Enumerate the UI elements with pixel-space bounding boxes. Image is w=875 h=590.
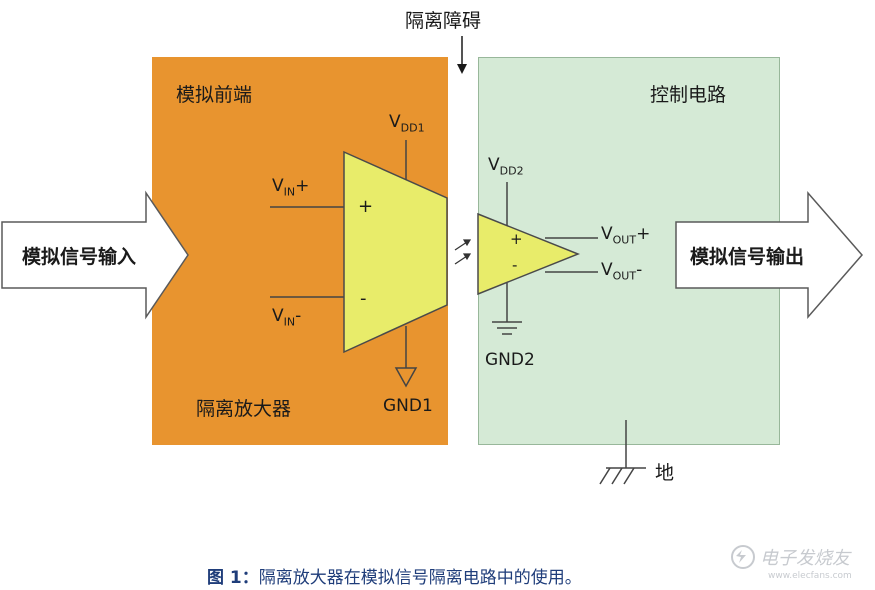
secondary-amplifier-shape (477, 212, 581, 296)
analog-front-end-label: 模拟前端 (176, 84, 253, 106)
primary-amp-plus-sign: + (358, 196, 374, 217)
vdd2-label: VDD2 (488, 155, 524, 178)
vdd1-label: VDD1 (389, 112, 425, 135)
svg-text:www.elecfans.com: www.elecfans.com (768, 571, 852, 581)
vout-plus-label: VOUT+ (601, 224, 651, 247)
input-arrow-label: 模拟信号输入 (22, 246, 137, 268)
optical-coupling-icon (454, 239, 472, 265)
earth-label: 地 (655, 462, 675, 484)
output-arrow-shape (675, 190, 863, 320)
figure-caption: 图 1：隔离放大器在模拟信号隔离电路中的使用。 (207, 563, 582, 588)
svg-text:电子发烧友: 电子发烧友 (760, 548, 852, 569)
isolation-amplifier-label: 隔离放大器 (196, 398, 292, 420)
secondary-amp-minus-sign: - (512, 256, 518, 274)
gnd1-icon (394, 367, 418, 388)
watermark-logo-icon: 电子发烧友 www.elecfans.com (731, 545, 852, 581)
barrier-arrow-icon (457, 36, 467, 74)
caption-text: 隔离放大器在模拟信号隔离电路中的使用。 (258, 568, 582, 588)
gnd1-label: GND1 (383, 396, 433, 416)
output-arrow-label: 模拟信号输出 (690, 246, 805, 268)
control-circuit-label: 控制电路 (650, 84, 727, 106)
earth-ground-icon (599, 467, 646, 485)
primary-amplifier-shape (343, 150, 448, 354)
gnd2-label: GND2 (485, 350, 535, 370)
vout-minus-label: VOUT- (601, 260, 643, 283)
vin-minus-label: VIN- (272, 306, 302, 329)
input-arrow-shape (1, 190, 189, 320)
isolation-gap (448, 57, 478, 445)
barrier-label: 隔离障碍 (405, 10, 482, 32)
vin-plus-label: VIN+ (272, 176, 310, 199)
secondary-amp-plus-sign: + (510, 230, 523, 248)
primary-amp-minus-sign: - (360, 288, 367, 309)
gnd2-icon (492, 321, 522, 335)
caption-prefix: 图 1： (207, 568, 259, 588)
